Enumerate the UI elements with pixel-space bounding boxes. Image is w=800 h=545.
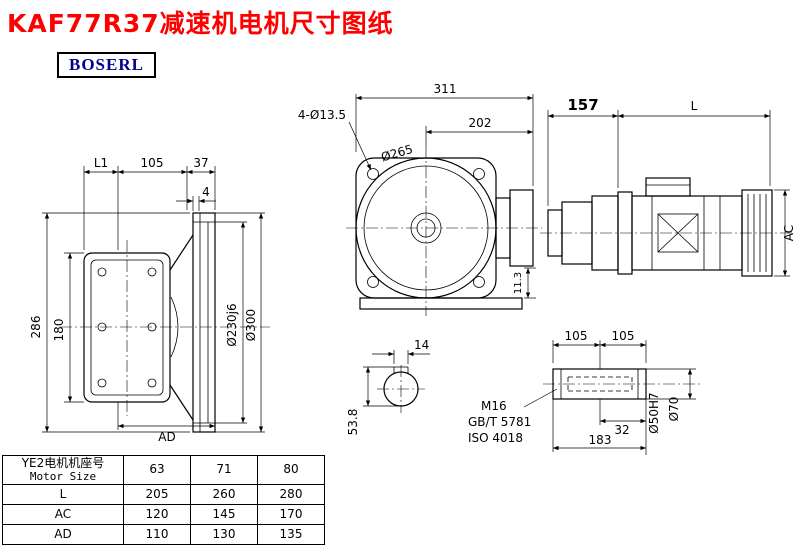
standard-iso-label: ISO 4018 xyxy=(468,431,523,445)
table-header-cn: YE2电机机座号 xyxy=(21,456,105,471)
brand-logo: BOSERL xyxy=(57,52,156,78)
side-view xyxy=(60,212,270,433)
table-cell: 130 xyxy=(190,524,258,545)
dim-37: 37 xyxy=(193,156,208,170)
dim-11-3: 11.3 xyxy=(513,272,524,294)
motor-size-table: YE2电机机座号 Motor Size 63 71 80 L 205 260 2… xyxy=(2,455,325,545)
dim-230j6: Ø230j6 xyxy=(225,303,239,346)
dim-AD: AD xyxy=(158,430,175,444)
dim-L1: L1 xyxy=(94,156,108,170)
table-header-row: YE2电机机座号 Motor Size 63 71 80 xyxy=(2,455,325,485)
side-view-dimensions: L1 105 37 4 286 180 AD Ø230j6 Ø300 xyxy=(29,156,265,444)
dim-L: L xyxy=(691,99,698,113)
table-cell: 280 xyxy=(257,484,325,505)
dim-202: 202 xyxy=(469,116,492,130)
shaft-detail-view: M16 GB/T 5781 ISO 4018 105 105 32 183 Ø5… xyxy=(468,329,702,455)
motor-view xyxy=(540,177,792,277)
table-cell: 145 xyxy=(190,504,258,525)
thread-label: M16 xyxy=(481,399,507,413)
dim-105-b: 105 xyxy=(612,329,635,343)
shaft-end-view: 14 53.8 xyxy=(346,338,430,435)
dim-105: 105 xyxy=(141,156,164,170)
motor-view-dimensions: 157 L AC xyxy=(547,96,796,277)
table-cell: 170 xyxy=(257,504,325,525)
dim-157: 157 xyxy=(567,96,598,114)
table-row: AC 120 145 170 xyxy=(2,504,325,525)
table-row-label: AC xyxy=(2,504,124,525)
table-size-cell: 63 xyxy=(123,455,191,485)
dim-50H7: Ø50H7 xyxy=(647,392,661,433)
dim-4: 4 xyxy=(202,185,210,199)
table-cell: 135 xyxy=(257,524,325,545)
dim-14: 14 xyxy=(414,338,429,352)
dim-311: 311 xyxy=(434,82,457,96)
table-row-label: AD xyxy=(2,524,124,545)
dim-265: Ø265 xyxy=(379,142,414,164)
dim-300: Ø300 xyxy=(244,309,258,341)
page-title: KAF77R37减速机电机尺寸图纸 xyxy=(7,9,394,38)
dim-70: Ø70 xyxy=(667,397,681,422)
table-cell: 205 xyxy=(123,484,191,505)
standard-gb-label: GB/T 5781 xyxy=(468,415,531,429)
table-cell: 120 xyxy=(123,504,191,525)
dim-105-a: 105 xyxy=(565,329,588,343)
dim-286: 286 xyxy=(29,316,43,339)
dim-183: 183 xyxy=(589,433,612,447)
dim-53-8: 53.8 xyxy=(346,409,360,436)
table-row: L 205 260 280 xyxy=(2,484,325,505)
dim-bolt-holes: 4-Ø13.5 xyxy=(298,108,346,122)
table-header-en: Motor Size xyxy=(29,469,97,483)
table-row-label: L xyxy=(2,484,124,505)
table-size-cell: 71 xyxy=(190,455,258,485)
table-cell: 110 xyxy=(123,524,191,545)
front-view-dimensions: 311 202 4-Ø13.5 Ø265 11.3 xyxy=(298,82,536,299)
table-size-cell: 80 xyxy=(257,455,325,485)
dim-32: 32 xyxy=(614,423,629,437)
dim-AC: AC xyxy=(782,225,796,241)
table-cell: 260 xyxy=(190,484,258,505)
dim-180: 180 xyxy=(52,319,66,342)
table-header-cell: YE2电机机座号 Motor Size xyxy=(2,455,124,485)
front-view xyxy=(346,146,542,316)
table-row: AD 110 130 135 xyxy=(2,524,325,545)
